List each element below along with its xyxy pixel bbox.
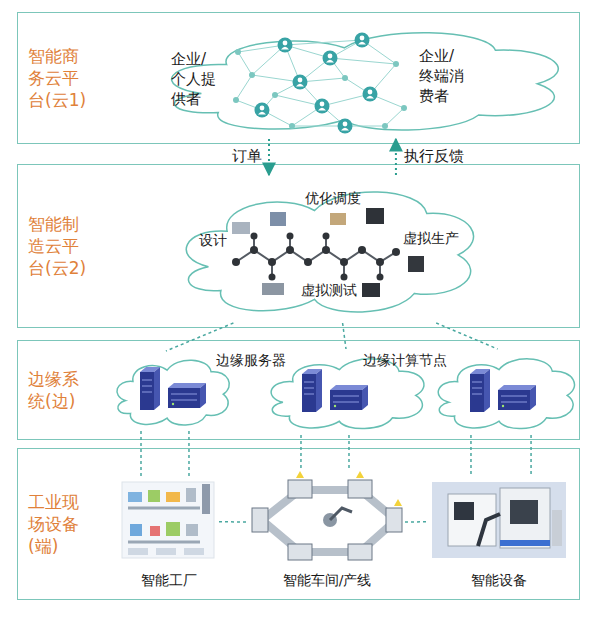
workshop-illustration: [394, 499, 402, 506]
dashed-link: [140, 431, 142, 477]
device-illustration: [500, 488, 550, 548]
device-illustration: [432, 482, 566, 558]
workshop-illustration: [252, 508, 268, 532]
factory-illustration: [128, 508, 200, 542]
device-illustration: [500, 540, 550, 546]
factory-illustration: [156, 548, 176, 555]
device-illustration: [552, 510, 562, 546]
workshop-illustration: [252, 471, 402, 560]
layer-label: 智能制造云平台(云2): [28, 213, 88, 279]
factory-illustration: [148, 490, 160, 502]
factory-illustration: [122, 482, 214, 558]
cloud-node: 设计 优化调度虚拟生产虚拟测试: [171, 175, 483, 323]
cloud-shape: [186, 192, 473, 312]
layer-band: 边缘系统(边): [17, 340, 580, 440]
dashed-link: [300, 435, 302, 471]
party-label: 企业/终端消费者: [419, 46, 469, 106]
party-label: 企业/个人提供者: [171, 49, 221, 109]
factory-illustration: [128, 548, 148, 555]
device-illustration: [432, 482, 566, 558]
layer-label: 工业现场设备(端): [28, 491, 88, 557]
cloud-outline: [111, 351, 233, 431]
cloud-shape: [438, 359, 574, 429]
cloud-outline: [263, 349, 429, 435]
dashed-link: [348, 435, 350, 471]
cloud-node: 企业/个人提供者 企业/终端消费者: [151, 19, 571, 139]
workshop-illustration: [330, 508, 352, 520]
edge-cloud: [431, 349, 579, 435]
function-label: 虚拟测试: [301, 281, 357, 299]
factory-illustration: [184, 548, 204, 555]
device-node: 智能设备: [429, 477, 569, 589]
device-caption: 智能工厂: [119, 571, 219, 589]
edge-cloud: [263, 349, 429, 435]
cloud-outline: [431, 349, 579, 435]
workshop-illustration: [296, 471, 402, 506]
workshop-illustration: [386, 508, 402, 532]
edge-label: 订单: [212, 147, 262, 165]
workshop-illustration: [288, 544, 312, 560]
workshop-illustration: [348, 480, 372, 498]
function-label: 优化调度: [305, 189, 361, 207]
callout-label: 边缘服务器: [216, 351, 286, 369]
factory-illustration: [130, 524, 142, 536]
factory-illustration: [128, 492, 142, 502]
device-illustration: [454, 502, 474, 520]
workshop-illustration: [348, 544, 372, 560]
workshop-illustration: [252, 480, 402, 560]
factory-illustration: [186, 488, 196, 502]
factory-illustration: [122, 482, 214, 558]
device-illustration: [510, 500, 538, 524]
layer-label: 边缘系统(边): [28, 368, 88, 412]
workshop-illustration: [296, 471, 304, 478]
flow-arrow: [268, 139, 270, 175]
cloud-shape: [271, 359, 424, 429]
dashed-link: [219, 521, 249, 523]
edge-label: 执行反馈: [404, 147, 484, 165]
function-label: 设计: [199, 231, 227, 249]
cloud-shape: [172, 33, 559, 130]
factory-illustration: [186, 524, 198, 536]
workshop-illustration: [262, 490, 396, 552]
device-node: 智能车间/产线: [249, 471, 405, 589]
layer-band: 工业现场设备(端) 智能工厂 智能车间/产线 智能设备: [17, 448, 580, 600]
factory-illustration: [166, 492, 180, 502]
layer-band: 智能制造云平台(云2) 设计 优化调度虚拟生产虚拟测试: [17, 164, 580, 328]
device-caption: 智能设备: [429, 571, 569, 589]
flow-arrow: [395, 139, 397, 175]
factory-illustration: [150, 526, 160, 536]
dashed-link: [436, 323, 497, 349]
factory-illustration: [202, 484, 210, 514]
factory-illustration: [166, 522, 180, 536]
dashed-link: [405, 521, 429, 523]
edge-cloud: [111, 351, 233, 431]
cloud-shape: [117, 360, 229, 425]
layer-label: 智能商务云平台(云1): [28, 45, 88, 111]
device-illustration: [478, 514, 500, 546]
device-node: 智能工厂: [119, 477, 219, 589]
dashed-link: [470, 435, 472, 477]
device-caption: 智能车间/产线: [249, 571, 405, 589]
workshop-illustration: [288, 480, 312, 498]
workshop-illustration: [356, 471, 364, 478]
dashed-link: [530, 435, 532, 477]
dashed-link: [343, 323, 346, 349]
device-illustration: [448, 494, 496, 546]
workshop-illustration: [323, 513, 337, 527]
layer-band: 智能商务云平台(云1) 企业/个人提供者 企业/终端消费者: [17, 12, 580, 144]
function-label: 虚拟生产: [403, 229, 459, 247]
dashed-link: [188, 431, 190, 477]
